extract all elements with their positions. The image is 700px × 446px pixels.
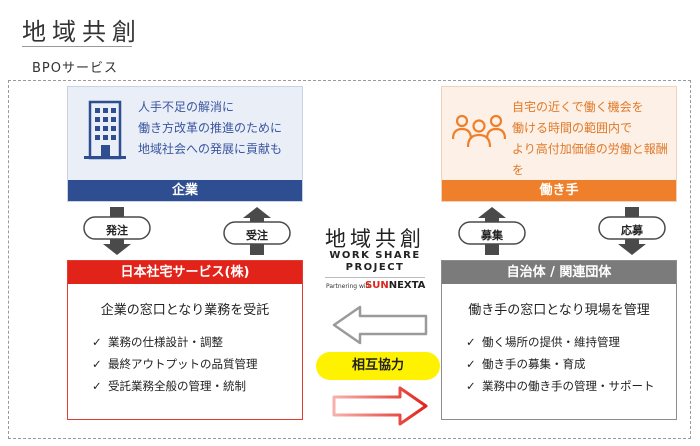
worker-header: 働き手 bbox=[442, 180, 676, 201]
page-title: 地域共創 bbox=[22, 18, 142, 46]
title-underline bbox=[22, 46, 132, 47]
municipality-card: 自治体 / 関連団体 働き手の窓口となり現場を管理 ✓働く場所の提供・維持管理 … bbox=[441, 260, 677, 420]
worker-card: 自宅の近くで働く機会を 働ける時間の範囲内で より高付加価値の労働と報酬を 働き… bbox=[441, 86, 677, 202]
down-arrow-icon bbox=[83, 207, 151, 255]
order-label: 発注 bbox=[106, 224, 128, 237]
apply-arrow: 応募 bbox=[597, 207, 667, 255]
check-icon: ✓ bbox=[92, 357, 102, 371]
up-arrow-icon bbox=[223, 207, 291, 255]
logo-divider bbox=[325, 277, 425, 278]
building-icon bbox=[84, 100, 126, 160]
accept-arrow: 受注 bbox=[222, 207, 292, 255]
sunnexta-logo: SUNNEXTA bbox=[365, 280, 426, 291]
right-arrow-icon bbox=[332, 386, 428, 426]
apply-label: 応募 bbox=[621, 224, 643, 237]
list-item: ✓働き手の募集・育成 bbox=[466, 353, 655, 375]
people-group-icon bbox=[452, 114, 506, 148]
worker-line: 自宅の近くで働く機会を bbox=[512, 100, 644, 114]
municipality-lead: 働き手の窓口となり現場を管理 bbox=[468, 303, 650, 318]
page-subtitle: BPOサービス bbox=[32, 61, 118, 76]
municipality-header: 自治体 / 関連団体 bbox=[442, 261, 676, 284]
company-line: 人手不足の解消に bbox=[138, 100, 235, 114]
check-icon: ✓ bbox=[466, 335, 476, 349]
check-icon: ✓ bbox=[92, 379, 102, 393]
company-line: 働き方改革の推進のために bbox=[138, 121, 283, 135]
left-arrow-icon bbox=[332, 305, 428, 345]
list-item: ✓働く場所の提供・維持管理 bbox=[466, 331, 655, 353]
worker-line: より高付加価値の労働と報酬を bbox=[512, 142, 668, 177]
company-line: 地域社会への発展に貢献も bbox=[138, 142, 283, 156]
list-item: ✓最終アウトプットの品質管理 bbox=[92, 353, 258, 375]
up-arrow-icon bbox=[458, 207, 526, 255]
company-message: 人手不足の解消に 働き方改革の推進のために 地域社会への発展に貢献も bbox=[138, 97, 282, 160]
nihon-shataku-list: ✓業務の仕様設計・調整 ✓最終アウトプットの品質管理 ✓受託業務全般の管理・統制 bbox=[92, 331, 258, 397]
check-icon: ✓ bbox=[466, 357, 476, 371]
down-arrow-icon bbox=[598, 207, 666, 255]
logo-title: 地域共創 bbox=[325, 227, 425, 251]
cooperation-badge: 相互協力 bbox=[316, 352, 440, 380]
check-icon: ✓ bbox=[466, 379, 476, 393]
company-card: 人手不足の解消に 働き方改革の推進のために 地域社会への発展に貢献も 企業 bbox=[67, 86, 303, 202]
nihon-shataku-header: 日本社宅サービス(株) bbox=[68, 261, 302, 284]
recruit-label: 募集 bbox=[481, 229, 503, 242]
diagram-frame bbox=[8, 80, 691, 439]
list-item: ✓業務の仕様設計・調整 bbox=[92, 331, 258, 353]
check-icon: ✓ bbox=[92, 335, 102, 349]
municipality-list: ✓働く場所の提供・維持管理 ✓働き手の募集・育成 ✓業務中の働き手の管理・サポー… bbox=[466, 331, 655, 397]
order-arrow: 発注 bbox=[82, 207, 152, 255]
nihon-shataku-lead: 企業の窓口となり業務を受託 bbox=[100, 303, 270, 318]
logo-partner-text: Partnering with bbox=[326, 283, 372, 290]
company-header: 企業 bbox=[68, 180, 302, 201]
worker-message: 自宅の近くで働く機会を 働ける時間の範囲内で より高付加価値の労働と報酬を bbox=[512, 97, 676, 181]
list-item: ✓業務中の働き手の管理・サポート bbox=[466, 375, 655, 397]
list-item: ✓受託業務全般の管理・統制 bbox=[92, 375, 258, 397]
worker-line: 働ける時間の範囲内で bbox=[512, 121, 633, 135]
accept-label: 受注 bbox=[246, 229, 268, 242]
logo-project-name: WORK SHARE PROJECT bbox=[329, 250, 421, 273]
nihon-shataku-card: 日本社宅サービス(株) 企業の窓口となり業務を受託 ✓業務の仕様設計・調整 ✓最… bbox=[67, 260, 303, 420]
recruit-arrow: 募集 bbox=[457, 207, 527, 255]
